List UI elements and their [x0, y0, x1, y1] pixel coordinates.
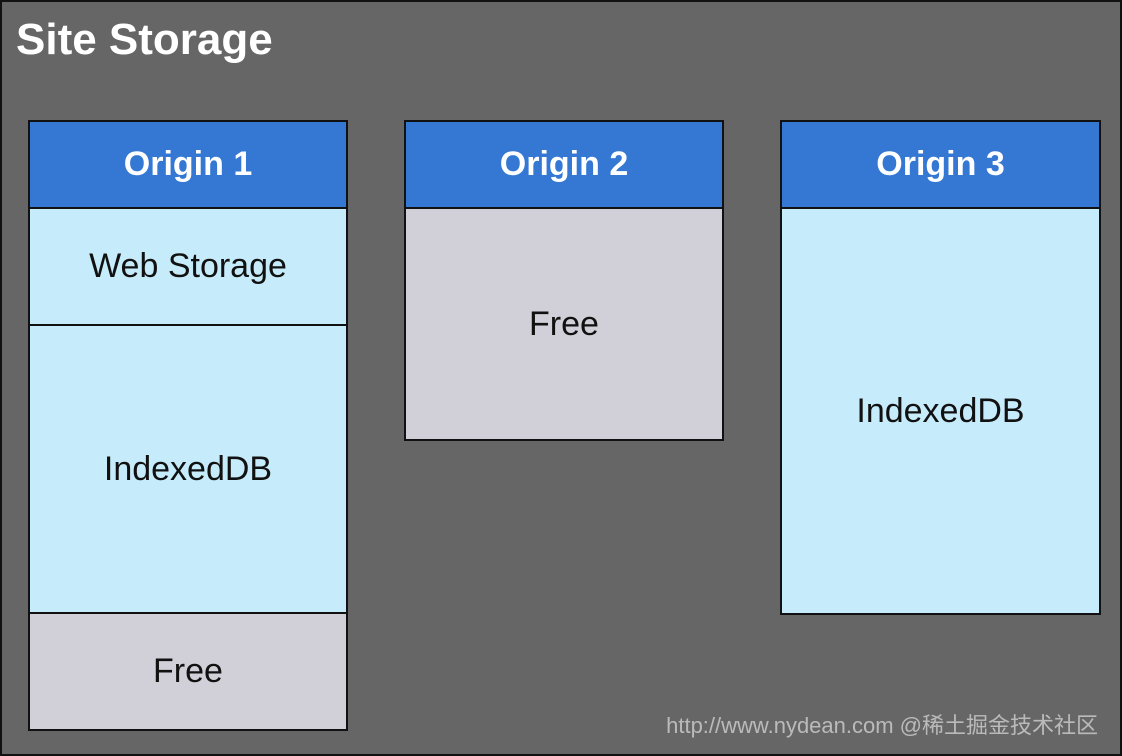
origin-3-indexeddb-segment: IndexedDB: [782, 209, 1099, 613]
origin-1-box: Origin 1 Web Storage IndexedDB Free: [28, 120, 348, 731]
origin-1-web-storage-segment: Web Storage: [30, 209, 346, 326]
diagram-title: Site Storage: [16, 15, 273, 64]
origin-3-header: Origin 3: [782, 122, 1099, 209]
origin-3-box: Origin 3 IndexedDB: [780, 120, 1101, 615]
origin-2-free-segment: Free: [406, 209, 722, 439]
origin-2-header: Origin 2: [406, 122, 722, 209]
origin-1-free-segment: Free: [30, 614, 346, 729]
watermark-text: http://www.nydean.com @稀土掘金技术社区: [666, 713, 1098, 738]
origin-1-indexeddb-segment: IndexedDB: [30, 326, 346, 614]
origin-1-header: Origin 1: [30, 122, 346, 209]
origin-2-box: Origin 2 Free: [404, 120, 724, 441]
